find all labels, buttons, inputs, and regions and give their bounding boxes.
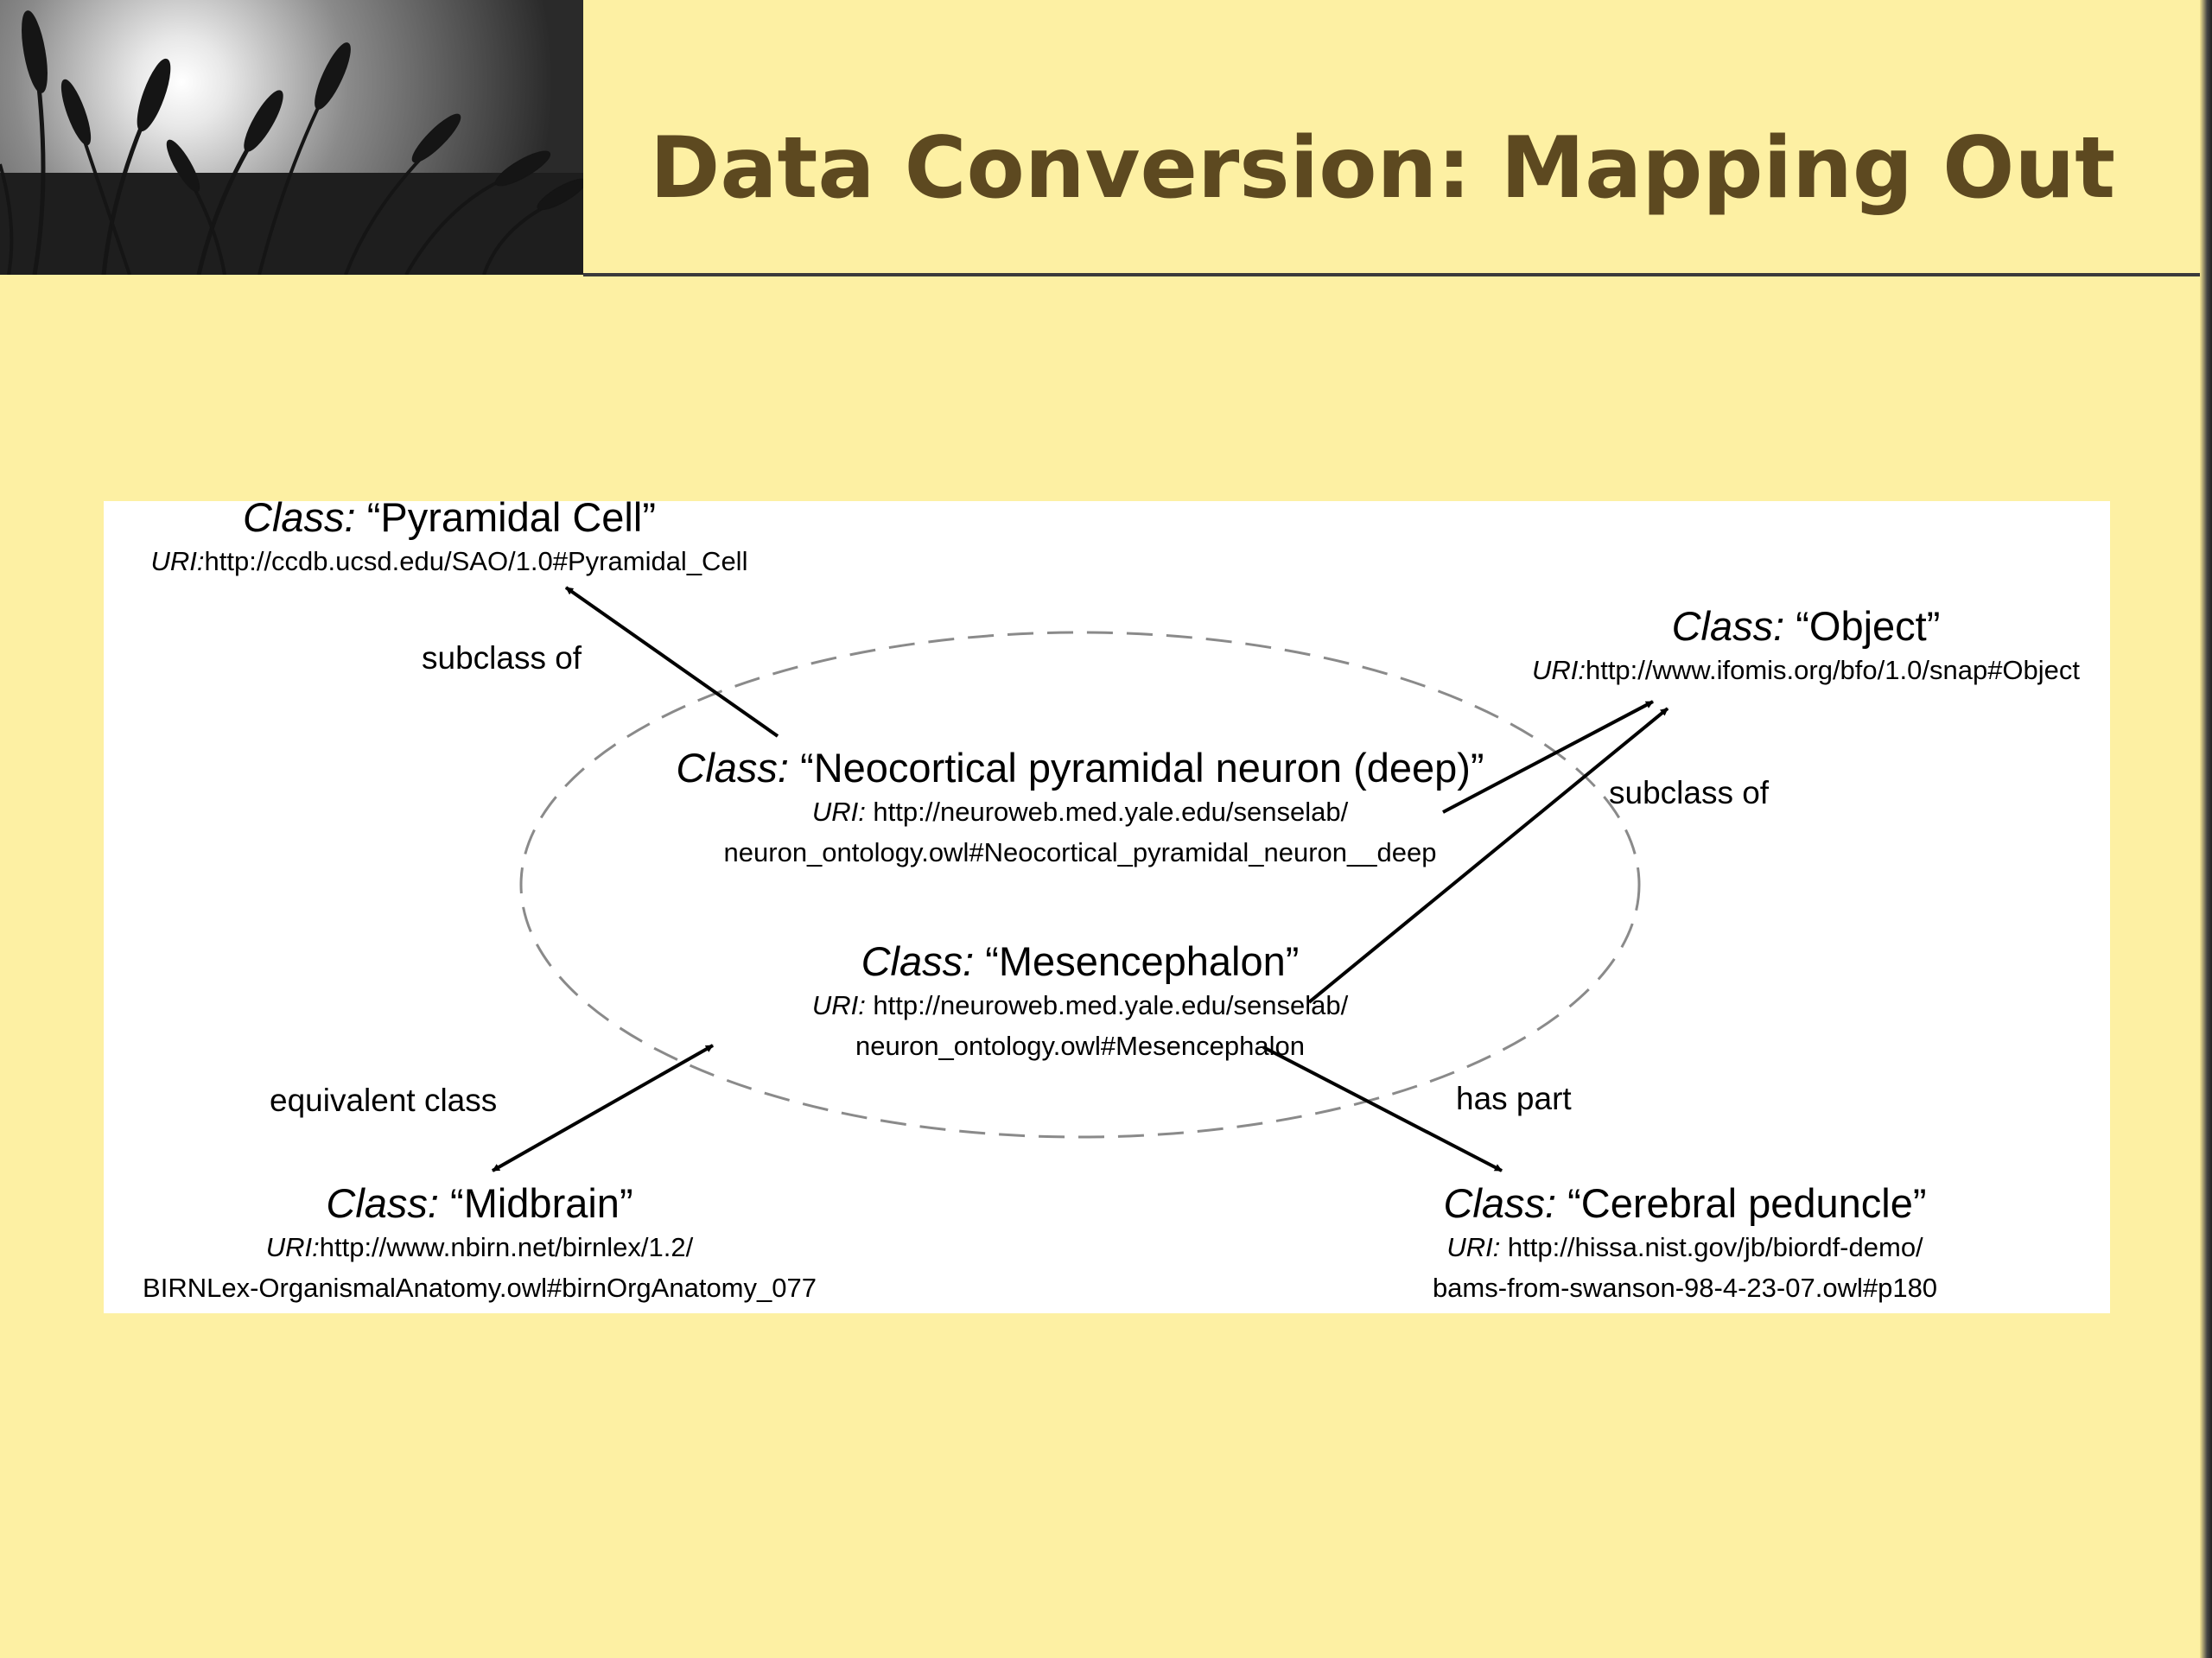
node-midbrain: Class: “Midbrain” URI:http://www.nbirn.n… bbox=[104, 1180, 855, 1308]
class-label: Class: “Neocortical pyramidal neuron (de… bbox=[676, 745, 1484, 791]
uri-label-line2: bams-from-swanson-98-4-23-07.owl#p180 bbox=[1432, 1273, 1938, 1303]
wheat-photo-art bbox=[0, 0, 587, 276]
wheat-photo bbox=[0, 0, 587, 276]
class-label: Class: “Object” bbox=[1671, 603, 1941, 649]
grouping-ellipse bbox=[519, 631, 1641, 1139]
arrow-mesencephalon-midbrain bbox=[492, 1044, 714, 1172]
node-mesencephalon: Class: “Mesencephalon” URI: http://neuro… bbox=[648, 938, 1512, 1066]
uri-label-line1: URI: http://neuroweb.med.yale.edu/sensel… bbox=[811, 797, 1349, 827]
class-label: Class: “Pyramidal Cell” bbox=[243, 494, 656, 540]
class-label: Class: “Midbrain” bbox=[326, 1180, 633, 1226]
ontology-mapping-diagram: Class: “Pyramidal Cell” URI:http://ccdb.… bbox=[104, 494, 2110, 1313]
node-pyramidal-cell: Class: “Pyramidal Cell” URI:http://ccdb.… bbox=[104, 494, 795, 581]
header-divider bbox=[583, 273, 2201, 276]
arrow-neocortical-to-pyramidal bbox=[564, 586, 779, 738]
uri-label-line1: URI: http://neuroweb.med.yale.edu/sensel… bbox=[811, 990, 1349, 1020]
uri-label-line1: URI: http://hissa.nist.gov/jb/biordf-dem… bbox=[1446, 1232, 1923, 1262]
arrow-mesencephalon-to-object bbox=[1307, 707, 1669, 1004]
slide-title: Data Conversion: Mapping Out bbox=[650, 119, 2116, 218]
uri-label-line2: neuron_ontology.owl#Mesencephalon bbox=[855, 1031, 1305, 1061]
node-cerebral-peduncle: Class: “Cerebral peduncle” URI: http://h… bbox=[1296, 1180, 2074, 1308]
class-label: Class: “Mesencephalon” bbox=[861, 938, 1300, 984]
node-object: Class: “Object” URI:http://www.ifomis.or… bbox=[1503, 603, 2108, 690]
arrow-neocortical-to-object bbox=[1442, 700, 1654, 814]
class-label: Class: “Cerebral peduncle” bbox=[1443, 1180, 1927, 1226]
arrow-mesencephalon-to-peduncle bbox=[1262, 1045, 1503, 1172]
uri-label: URI:http://www.ifomis.org/bfo/1.0/snap#O… bbox=[1531, 655, 2081, 685]
diagram-connectors bbox=[492, 586, 1669, 1172]
uri-label: URI:http://ccdb.ucsd.edu/SAO/1.0#Pyramid… bbox=[150, 546, 748, 576]
node-neocortical-pyramidal-neuron: Class: “Neocortical pyramidal neuron (de… bbox=[605, 745, 1555, 873]
relation-equivalent-class: equivalent class bbox=[270, 1083, 498, 1118]
relation-subclass-of-right: subclass of bbox=[1609, 775, 1770, 810]
uri-label-line2: neuron_ontology.owl#Neocortical_pyramida… bbox=[723, 837, 1437, 867]
relation-has-part: has part bbox=[1456, 1081, 1572, 1116]
uri-label-line1: URI:http://www.nbirn.net/birnlex/1.2/ bbox=[265, 1232, 694, 1262]
window-edge bbox=[2200, 0, 2212, 1658]
uri-label-line2: BIRNLex-OrganismalAnatomy.owl#birnOrgAna… bbox=[143, 1273, 817, 1303]
relation-subclass-of-left: subclass of bbox=[422, 640, 582, 676]
